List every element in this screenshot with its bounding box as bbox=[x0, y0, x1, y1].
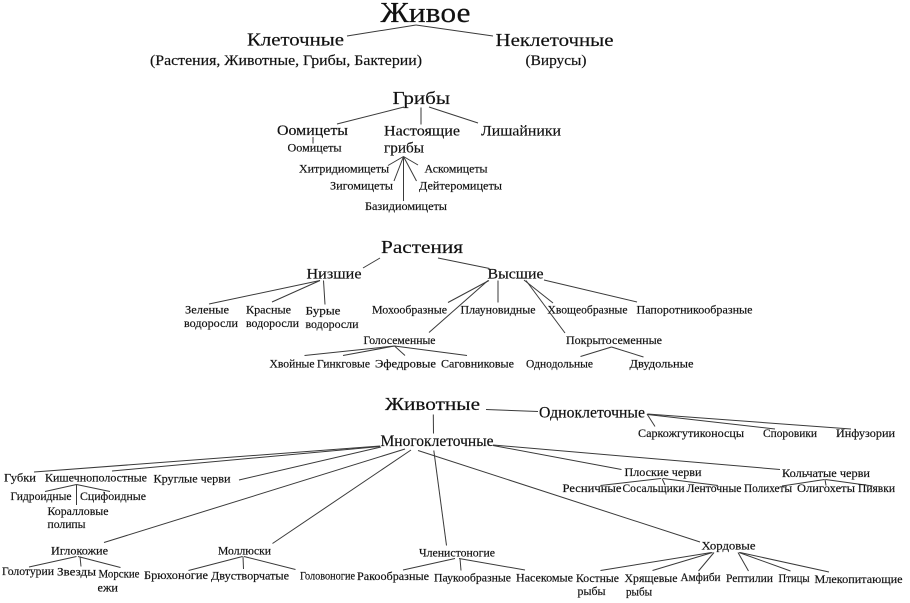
svg-text:Олигохеты: Олигохеты bbox=[797, 481, 855, 495]
svg-text:Круглые черви: Круглые черви bbox=[154, 472, 232, 486]
svg-text:ежи: ежи bbox=[98, 581, 119, 595]
svg-text:Аскомицеты: Аскомицеты bbox=[425, 162, 488, 176]
svg-text:Зеленые: Зеленые bbox=[185, 303, 229, 317]
svg-text:Насекомые: Насекомые bbox=[516, 571, 573, 585]
svg-text:Коралловые: Коралловые bbox=[48, 504, 109, 518]
svg-text:Гинкговые: Гинкговые bbox=[317, 357, 370, 371]
svg-text:полипы: полипы bbox=[48, 517, 86, 531]
svg-text:Дейтеромицеты: Дейтеромицеты bbox=[419, 179, 502, 193]
svg-text:Лишайники: Лишайники bbox=[481, 124, 561, 140]
svg-text:Кольчатые черви: Кольчатые черви bbox=[782, 466, 871, 480]
svg-text:Клеточные: Клеточные bbox=[247, 30, 344, 50]
svg-text:Живое: Живое bbox=[381, 0, 471, 29]
svg-text:Хордовые: Хордовые bbox=[702, 539, 756, 553]
svg-text:Рептилии: Рептилии bbox=[726, 571, 774, 585]
svg-text:Голотурии: Голотурии bbox=[2, 564, 55, 578]
svg-text:водоросли: водоросли bbox=[246, 316, 300, 330]
svg-text:рыбы: рыбы bbox=[626, 585, 652, 599]
svg-text:Паукообразные: Паукообразные bbox=[434, 571, 511, 585]
svg-text:Саркожгутиконосцы: Саркожгутиконосцы bbox=[638, 426, 744, 440]
svg-text:Ресничные: Ресничные bbox=[563, 481, 622, 495]
svg-text:Одноклеточные: Одноклеточные bbox=[539, 405, 645, 422]
svg-text:Моллюски: Моллюски bbox=[218, 544, 272, 558]
svg-text:Хитридиомицеты: Хитридиомицеты bbox=[299, 162, 389, 176]
svg-text:Оомицеты: Оомицеты bbox=[277, 123, 348, 139]
svg-text:Морские: Морские bbox=[99, 567, 140, 581]
svg-text:Млекопитающие: Млекопитающие bbox=[815, 572, 903, 586]
svg-text:Иглокожие: Иглокожие bbox=[51, 544, 108, 558]
svg-text:Зигомицеты: Зигомицеты bbox=[330, 179, 393, 193]
svg-text:Хвойные: Хвойные bbox=[270, 357, 315, 371]
svg-text:водоросли: водоросли bbox=[184, 316, 239, 330]
svg-text:Брюхоногие: Брюхоногие bbox=[144, 568, 208, 582]
svg-text:Однодольные: Однодольные bbox=[526, 357, 593, 371]
svg-text:Ракообразные: Ракообразные bbox=[357, 569, 429, 583]
svg-text:Грибы: Грибы bbox=[393, 88, 451, 108]
svg-text:Высшие: Высшие bbox=[488, 267, 544, 283]
svg-text:Птицы: Птицы bbox=[779, 571, 810, 585]
svg-text:Сосальщики: Сосальщики bbox=[623, 481, 686, 495]
svg-text:Двустворчатые: Двустворчатые bbox=[211, 569, 289, 583]
svg-text:Ленточные: Ленточные bbox=[687, 481, 742, 495]
svg-text:Кишечнополостные: Кишечнополостные bbox=[45, 471, 147, 485]
svg-text:Сцифоидные: Сцифоидные bbox=[80, 489, 146, 503]
svg-text:Плауновидные: Плауновидные bbox=[461, 303, 536, 317]
svg-text:грибы: грибы bbox=[384, 141, 424, 157]
svg-text:Эфедровые: Эфедровые bbox=[375, 357, 436, 371]
svg-text:Хрящевые: Хрящевые bbox=[625, 571, 678, 585]
svg-text:Инфузории: Инфузории bbox=[836, 426, 896, 440]
svg-text:Голосеменные: Голосеменные bbox=[364, 333, 436, 347]
svg-text:Животные: Животные bbox=[385, 394, 480, 414]
svg-text:Плоские черви: Плоские черви bbox=[625, 465, 703, 479]
svg-text:водоросли: водоросли bbox=[306, 317, 360, 331]
svg-text:Звезды: Звезды bbox=[57, 565, 96, 579]
svg-text:Базидиомицеты: Базидиомицеты bbox=[365, 199, 447, 213]
svg-text:Полихеты: Полихеты bbox=[744, 481, 792, 495]
svg-text:Многоклеточные: Многоклеточные bbox=[381, 433, 494, 450]
svg-text:Мохообразные: Мохообразные bbox=[372, 303, 447, 317]
svg-text:Губки: Губки bbox=[4, 471, 37, 485]
svg-text:Оомицеты: Оомицеты bbox=[288, 141, 342, 155]
svg-text:Низшие: Низшие bbox=[307, 267, 362, 283]
svg-text:Членистоногие: Членистоногие bbox=[419, 546, 495, 560]
svg-text:Саговниковые: Саговниковые bbox=[441, 357, 514, 371]
svg-text:Папоротникообразные: Папоротникообразные bbox=[637, 303, 753, 317]
svg-text:Настоящие: Настоящие bbox=[384, 124, 460, 140]
svg-text:Двудольные: Двудольные bbox=[630, 357, 694, 371]
svg-text:рыбы: рыбы bbox=[578, 584, 606, 598]
svg-text:Растения: Растения bbox=[381, 237, 463, 257]
svg-text:(Растения, Животные, Грибы, Ба: (Растения, Животные, Грибы, Бактерии) bbox=[150, 53, 422, 69]
svg-text:Костные: Костные bbox=[576, 571, 619, 585]
svg-text:(Вирусы): (Вирусы) bbox=[526, 53, 587, 69]
svg-text:Хвощеобразные: Хвощеобразные bbox=[548, 303, 628, 317]
svg-text:Пиявки: Пиявки bbox=[858, 481, 896, 495]
svg-text:Покрытосеменные: Покрытосеменные bbox=[566, 333, 662, 347]
svg-text:Амфиби: Амфиби bbox=[681, 570, 722, 584]
svg-text:Неклеточные: Неклеточные bbox=[496, 30, 614, 50]
svg-text:Споровики: Споровики bbox=[763, 426, 818, 440]
svg-text:Красные: Красные bbox=[246, 303, 291, 317]
svg-text:Головоногие: Головоногие bbox=[300, 569, 355, 583]
svg-text:Бурые: Бурые bbox=[306, 304, 341, 318]
svg-text:Гидроидные: Гидроидные bbox=[11, 489, 72, 503]
